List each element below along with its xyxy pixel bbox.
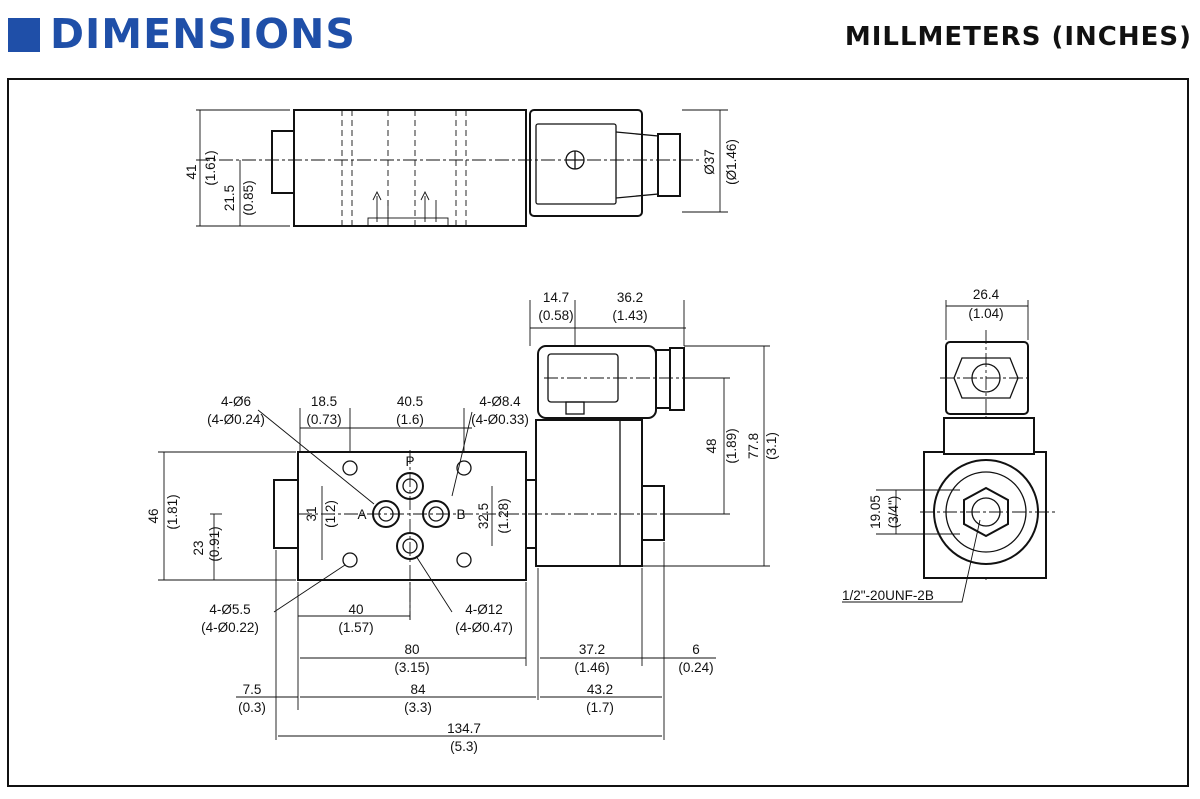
page-header: DIMENSIONS MILLMETERS (INCHES) <box>0 0 1200 78</box>
front-view <box>158 300 770 740</box>
dim-19-05: 19.05 <box>868 495 883 529</box>
dim-36-2: 36.2 <box>617 290 643 305</box>
dim-23: 23 <box>191 540 206 555</box>
dim-dia-37-in: (Ø1.46) <box>724 139 739 185</box>
label-hole-12: 4-Ø12 <box>465 602 503 617</box>
dim-23-in: (0.91) <box>207 526 222 561</box>
dim-7-5: 7.5 <box>243 682 262 697</box>
mount-hole-br <box>456 552 472 568</box>
port-p-label: P <box>405 454 414 469</box>
dim-40-5: 40.5 <box>397 394 423 409</box>
mount-hole-tr <box>456 460 472 476</box>
dim-21-5: 21.5 <box>222 185 237 211</box>
dim-134-7-in: (5.3) <box>450 739 478 754</box>
title-block: DIMENSIONS <box>8 14 356 55</box>
label-hole-8-4-in: (4-Ø0.33) <box>471 412 529 427</box>
top-solenoid <box>529 109 643 217</box>
page-title: DIMENSIONS <box>50 10 356 58</box>
dim-80: 80 <box>404 642 419 657</box>
label-hole-5-5: 4-Ø5.5 <box>209 602 250 617</box>
dim-43-2: 43.2 <box>587 682 613 697</box>
dim-41-in: (1.61) <box>203 150 218 185</box>
top-view <box>196 109 700 227</box>
dim-48-in: (1.89) <box>724 428 739 463</box>
top-left-nut <box>271 130 295 194</box>
drawing-frame <box>7 78 1189 787</box>
dim-14-7: 14.7 <box>543 290 569 305</box>
dim-6-in: (0.24) <box>678 660 713 675</box>
port-b-label: B <box>456 507 465 522</box>
label-hole-8-4: 4-Ø8.4 <box>479 394 521 409</box>
dim-41: 41 <box>184 164 199 179</box>
front-solenoid <box>535 419 643 567</box>
dim-7-5-in: (0.3) <box>238 700 266 715</box>
port-a-label: A <box>357 507 366 522</box>
dim-77-8: 77.8 <box>746 433 761 459</box>
front-connector <box>537 345 657 419</box>
dim-31: 31 <box>304 506 319 521</box>
dim-77-8-in: (3.1) <box>764 432 779 460</box>
dim-37-2-in: (1.46) <box>574 660 609 675</box>
dim-36-2-in: (1.43) <box>612 308 647 323</box>
dim-26-4-in: (1.04) <box>968 306 1003 321</box>
side-view <box>842 300 1056 603</box>
label-hole-6: 4-Ø6 <box>221 394 251 409</box>
dim-32-5: 32.5 <box>476 503 491 529</box>
dim-40-in: (1.57) <box>338 620 373 635</box>
dim-40: 40 <box>348 602 363 617</box>
dim-dia-37: Ø37 <box>702 149 717 175</box>
dim-48: 48 <box>704 438 719 453</box>
dim-32-5-in: (1.28) <box>496 498 511 533</box>
label-hole-6-in: (4-Ø0.24) <box>207 412 265 427</box>
front-right-nut <box>641 485 665 541</box>
dim-84: 84 <box>410 682 426 697</box>
thread-label: 1/2"-20UNF-2B <box>842 588 934 603</box>
dim-80-in: (3.15) <box>394 660 429 675</box>
dim-19-05-in: (3/4") <box>886 496 901 529</box>
dim-18-5: 18.5 <box>311 394 337 409</box>
title-marker <box>8 17 40 52</box>
top-valve-body <box>293 109 527 227</box>
dim-37-2: 37.2 <box>579 642 605 657</box>
top-connector-nut <box>657 133 681 197</box>
units-label: MILLMETERS (INCHES) <box>844 22 1192 52</box>
dim-18-5-in: (0.73) <box>306 412 341 427</box>
dim-46: 46 <box>146 508 161 523</box>
side-hex-nut <box>963 486 1009 538</box>
dim-6: 6 <box>692 642 700 657</box>
front-connector-knurl <box>669 347 685 411</box>
label-hole-5-5-in: (4-Ø0.22) <box>201 620 259 635</box>
dim-26-4: 26.4 <box>973 287 1000 302</box>
side-body <box>923 451 1047 579</box>
dim-134-7: 134.7 <box>447 721 481 736</box>
dim-46-in: (1.81) <box>165 494 180 529</box>
label-hole-12-in: (4-Ø0.47) <box>455 620 513 635</box>
mount-hole-tl <box>342 460 358 476</box>
dim-21-5-in: (0.85) <box>241 180 256 215</box>
front-left-nut <box>273 479 299 549</box>
mount-hole-bl <box>342 552 358 568</box>
dim-31-in: (1.2) <box>323 500 338 528</box>
dim-84-in: (3.3) <box>404 700 432 715</box>
dim-40-5-in: (1.6) <box>396 412 424 427</box>
dim-14-7-in: (0.58) <box>538 308 573 323</box>
dim-43-2-in: (1.7) <box>586 700 614 715</box>
